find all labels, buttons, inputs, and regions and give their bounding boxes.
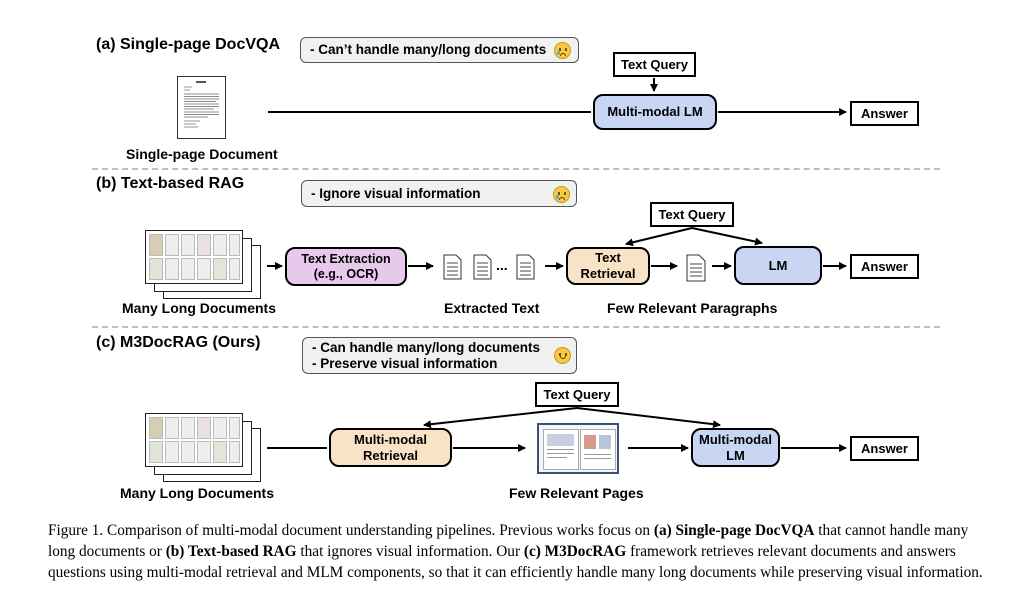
section-c-title: (c) M3DocRAG (Ours)	[96, 334, 261, 351]
relevant-paragraph-icon	[686, 254, 708, 282]
text-retrieval-line-1: Text	[595, 250, 621, 265]
many-long-documents-label: Many Long Documents	[120, 485, 275, 501]
lm-label: LM	[768, 257, 788, 273]
caption-b-bold: (b) Text-based RAG	[165, 543, 297, 560]
figure-caption: Figure 1. Comparison of multi-modal docu…	[48, 520, 998, 583]
section-b-lm-box: LM	[734, 246, 822, 285]
caption-mid-1: that cannot handle many long documents o…	[48, 522, 969, 560]
multimodal-retrieval-box: Multi-modal Retrieval	[329, 428, 452, 467]
text-query-label: Text Query	[543, 386, 611, 402]
few-relevant-pages-label: Few Relevant Pages	[509, 485, 644, 501]
section-c-answer-box: Answer	[850, 436, 919, 461]
divider-b-c	[92, 326, 940, 328]
section-c-strength-note: - Can handle many/long documents - Prese…	[302, 337, 577, 374]
section-a-text-query-box: Text Query	[613, 52, 696, 77]
multimodal-lm-line-1: Multi-modal	[699, 431, 772, 447]
text-query-label: Text Query	[621, 56, 688, 72]
sad-face-icon	[554, 42, 571, 59]
note-line-1: - Can handle many/long documents	[312, 340, 541, 355]
ellipsis: ...	[496, 257, 508, 273]
section-b-document-stack	[145, 230, 265, 299]
note-line: - Ignore visual information	[311, 186, 481, 201]
multimodal-lm-line-2: LM	[726, 447, 745, 463]
section-b-limitation-note: - Ignore visual information	[301, 180, 577, 207]
many-long-documents-label: Many Long Documents	[122, 300, 277, 316]
single-page-document-label: Single-page Document	[126, 146, 278, 162]
caption-c-bold: (c) M3DocRAG	[523, 543, 627, 560]
multimodal-retrieval-line-2: Retrieval	[363, 447, 418, 463]
caption-a-bold: (a) Single-page DocVQA	[653, 522, 815, 539]
section-a-multimodal-lm-box: Multi-modal LM	[593, 94, 717, 130]
section-c-document-stack	[145, 413, 265, 482]
note-line-2: - Preserve visual information	[312, 356, 498, 371]
caption-mid-2: that ignores visual information. Our	[296, 543, 524, 560]
few-relevant-paragraphs-label: Few Relevant Paragraphs	[607, 300, 778, 316]
text-retrieval-line-2: Retrieval	[580, 266, 636, 281]
answer-label: Answer	[861, 105, 908, 121]
extracted-text-icons: ...	[443, 254, 543, 280]
answer-label: Answer	[861, 440, 908, 456]
text-extraction-box: Text Extraction (e.g., OCR)	[285, 247, 407, 286]
section-c-multimodal-lm-box: Multi-modal LM	[691, 428, 780, 467]
section-a-limitation-note: - Can’t handle many/long documents	[300, 37, 579, 63]
answer-label: Answer	[861, 258, 908, 274]
multimodal-retrieval-line-1: Multi-modal	[354, 431, 427, 447]
section-b-title: (b) Text-based RAG	[96, 175, 245, 192]
single-page-document-icon	[177, 76, 226, 139]
caption-suffix: framework retrieves relevant documents a…	[48, 543, 983, 581]
multimodal-lm-label: Multi-modal LM	[607, 104, 703, 119]
extracted-text-label: Extracted Text	[444, 300, 540, 316]
note-line: - Can’t handle many/long documents	[310, 42, 547, 57]
section-a-title: (a) Single-page DocVQA	[96, 36, 281, 53]
happy-face-icon	[554, 347, 571, 364]
text-extraction-line-1: Text Extraction	[301, 251, 391, 266]
section-a-answer-box: Answer	[850, 101, 919, 126]
text-extraction-line-2: (e.g., OCR)	[313, 266, 379, 281]
section-c-text-query-box: Text Query	[535, 382, 619, 407]
text-query-label: Text Query	[658, 206, 726, 222]
section-b-answer-box: Answer	[850, 254, 919, 279]
sad-face-icon	[553, 186, 570, 203]
relevant-pages-thumbnail	[537, 423, 619, 474]
section-b-text-query-box: Text Query	[650, 202, 734, 227]
divider-a-b	[92, 168, 940, 170]
caption-prefix: Figure 1. Comparison of multi-modal docu…	[48, 522, 654, 539]
text-retrieval-box: Text Retrieval	[566, 247, 650, 285]
